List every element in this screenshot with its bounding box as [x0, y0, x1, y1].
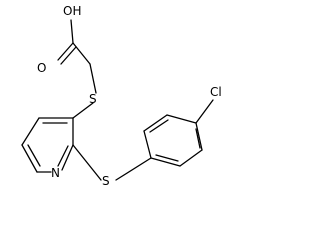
pyridine-bond — [21, 117, 40, 146]
phenyl-inner-bond — [149, 119, 169, 133]
bond-phenyl-cl — [195, 99, 214, 124]
phenyl-bond — [195, 122, 203, 151]
phenyl-bond — [150, 157, 181, 167]
bond-c-oh — [70, 19, 74, 44]
molecule-structure: OH O S N S Cl — [21, 4, 222, 188]
pyridine-bond — [61, 144, 74, 171]
bond-ch2-s1 — [89, 63, 97, 94]
phenyl-bond — [166, 114, 197, 124]
phenyl-bond — [143, 114, 168, 132]
atom-label-chlorine: Cl — [210, 85, 222, 99]
atom-label-sulfur: S — [89, 92, 97, 106]
atom-label-carbonyl-oxygen: O — [37, 61, 46, 75]
phenyl-inner-bond — [155, 154, 179, 162]
bond-c-o-double-a — [57, 42, 74, 61]
bond-c-o-double-b — [60, 46, 77, 65]
pyridine-inner-bond — [57, 145, 69, 167]
atom-label-sulfur: S — [102, 174, 110, 188]
bond-ring-s2 — [72, 144, 102, 181]
pyridine-bond — [21, 144, 38, 173]
bond-c-ch2 — [72, 42, 91, 65]
phenyl-bond — [143, 130, 152, 159]
bond-s2-phenyl — [115, 157, 152, 181]
phenyl-inner-bond — [195, 128, 201, 149]
pyridine-inner-bond — [27, 144, 41, 167]
phenyl-bond — [179, 149, 203, 167]
atom-label-nitrogen: N — [51, 166, 60, 180]
atom-label-hydroxyl: OH — [63, 4, 81, 18]
bond-s1-ring — [72, 102, 94, 119]
